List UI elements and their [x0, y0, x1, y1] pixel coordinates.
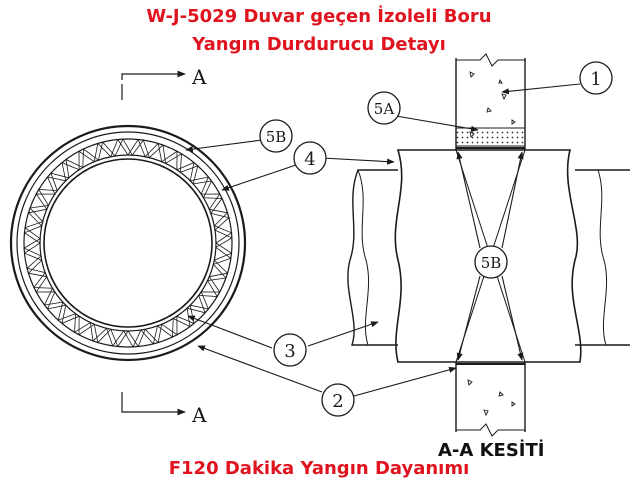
callout-5b-right: 5B [474, 245, 508, 279]
section-arrow-bottom [121, 392, 186, 416]
insulation-inner [39, 154, 217, 332]
callout-3: 3 [273, 333, 307, 367]
drawing-subtitle: Yangın Durdurucu Detayı [192, 34, 446, 55]
wall-section [455, 53, 526, 437]
section-mark-top: A [191, 65, 207, 89]
sealant-5a [455, 127, 526, 147]
svg-text:1: 1 [590, 69, 601, 90]
svg-text:3: 3 [284, 341, 295, 362]
svg-text:4: 4 [304, 149, 315, 170]
callout-2: 2 [321, 383, 355, 417]
leader-lines [185, 83, 581, 397]
fire-rating-footer: F120 Dakika Yangın Dayanımı [168, 458, 470, 479]
pipe-cross-section [9, 70, 247, 416]
svg-text:5A: 5A [374, 100, 395, 118]
svg-text:5B: 5B [266, 128, 287, 146]
section-mark-bottom: A [191, 403, 207, 427]
pipe-wall [43, 158, 213, 328]
callout-4: 4 [293, 141, 327, 175]
insulation-hatch [23, 138, 233, 348]
insulation-outer [23, 138, 233, 348]
svg-text:2: 2 [332, 391, 343, 412]
outer-sealant-ring [9, 124, 247, 362]
callout-5b-left: 5B [259, 119, 293, 153]
callout-5a: 5A [367, 91, 401, 125]
section-caption: A-A KESİTİ [438, 440, 545, 461]
section-arrow-top [121, 70, 186, 80]
drawing-title: W-J-5029 Duvar geçen İzoleli Boru [146, 6, 492, 27]
callout-1: 1 [579, 61, 613, 95]
svg-text:5B: 5B [481, 254, 502, 272]
